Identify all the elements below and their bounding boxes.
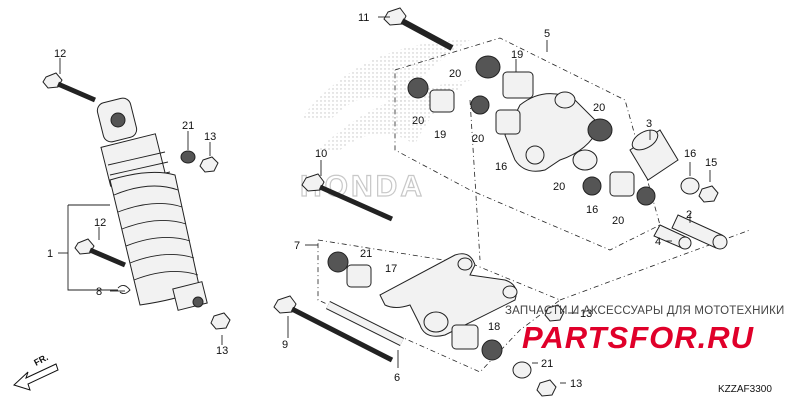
watermark-logo: PARTSFOR.RU [522,320,755,355]
callout-16-a: 16 [495,161,507,173]
callout-13-shock: 13 [216,345,228,357]
callout-15: 16 [684,148,696,160]
callout-4: 4 [655,236,661,248]
bolt-9 [273,295,394,363]
callout-16-b: 16 [586,204,598,216]
bolt-10 [301,173,394,222]
callout-8: 8 [96,286,102,298]
washers-and-nuts [180,150,719,397]
partsfor-watermark: ЗАПЧАСТИ И АКСЕССУАРЫ ДЛЯ МОТОТЕХНИКИ PA… [505,305,785,355]
callout-9: 9 [282,339,288,351]
callout-16-c: 17 [385,263,397,275]
honda-logo-background: HONDA [299,40,470,204]
callout-12-lower: 12 [94,217,106,229]
callout-20-d: 20 [612,215,624,227]
clip-8 [117,285,131,295]
callout-labels: 11 12 12 1 8 21 13 13 10 7 9 6 5 19 20 2… [47,12,717,390]
needle-bearings [346,109,635,350]
rear-shock-absorber [96,97,208,311]
callout-5: 5 [544,28,550,40]
callout-18: 19 [511,49,523,61]
collar-2 [671,214,728,250]
callout-2: 2 [686,209,692,221]
callout-21-bottom: 21 [541,358,553,370]
direction-label: FR. [32,352,49,368]
callout-19-left: 20 [449,68,461,80]
pipe-6 [325,300,405,347]
callout-12-top: 12 [54,48,66,60]
diagram-code: KZZAF3300 [718,384,772,395]
callout-14: 15 [705,157,717,169]
callout-1: 1 [47,248,53,260]
axis-line-a [469,99,481,261]
callout-7: 7 [294,240,300,252]
callout-10: 10 [315,148,327,160]
watermark-tagline: ЗАПЧАСТИ И АКСЕССУАРЫ ДЛЯ МОТОТЕХНИКИ [505,305,785,317]
callout-20-c: 20 [553,181,565,193]
callout-11: 11 [358,12,369,24]
callout-13-bottom: 13 [570,378,582,390]
cushion-connecting-rod [379,253,518,337]
callout-19-right: 20 [593,102,605,114]
callout-20-e: 21 [360,248,372,260]
leader-lines [58,16,711,384]
callout-20-b: 20 [472,133,484,145]
group-outline-5 [394,37,661,251]
dust-seals [327,55,656,361]
front-direction-arrow: FR. [13,352,59,391]
cushion-arm [504,91,601,172]
bolt-12-lower [74,238,126,268]
collar-4 [653,224,692,250]
collar-3 [629,129,679,181]
bolt-11 [383,7,454,51]
callout-13-rod: 13 [580,308,592,320]
collar-18 [502,71,534,99]
collar-17 [429,89,455,113]
callout-21-top: 21 [182,120,194,132]
callout-20-a: 20 [412,115,424,127]
callout-17: 19 [434,129,446,141]
callout-13-top: 13 [204,131,216,143]
callout-3: 3 [646,118,652,130]
bolt-12-top [42,72,96,103]
callout-6: 6 [394,372,400,384]
callout-16-d: 18 [488,321,500,333]
